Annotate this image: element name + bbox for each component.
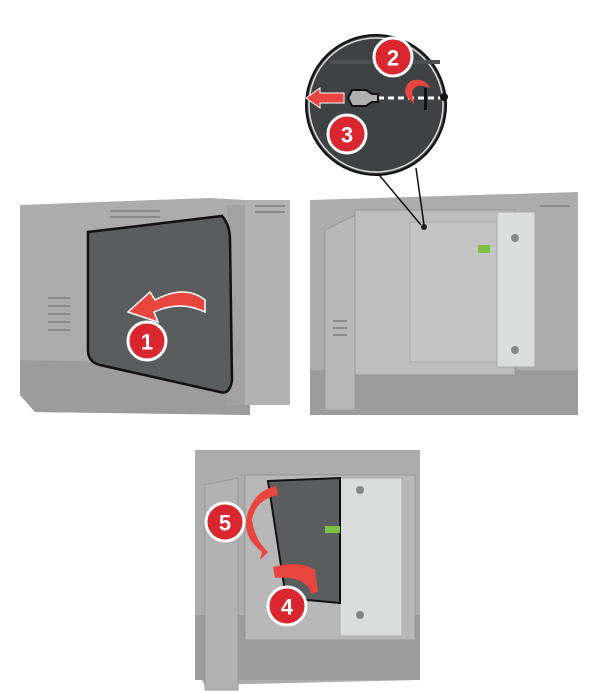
svg-text:4: 4: [281, 595, 294, 620]
step-badge-2: 2: [372, 36, 414, 78]
panel-remove-screw: 2 3: [305, 34, 578, 415]
arrow-loosen-screw: [405, 79, 430, 104]
magnifier-callout: 2 3: [305, 34, 448, 176]
svg-text:1: 1: [141, 330, 153, 355]
arrow-lift-shield: [273, 564, 318, 594]
arrow-slide-cover: [126, 290, 206, 324]
panel-remove-cover: 1: [20, 198, 290, 415]
svg-text:2: 2: [387, 46, 399, 71]
step-badge-5: 5: [204, 501, 246, 543]
step-badge-3: 3: [326, 113, 368, 155]
arrow-pivot-shield: [245, 486, 278, 560]
arrow-pull-screw: [305, 87, 345, 109]
svg-text:5: 5: [219, 511, 231, 536]
step-badge-4: 4: [266, 585, 308, 627]
step-badge-1: 1: [126, 320, 168, 362]
panel-remove-shield: 5 4: [195, 450, 420, 691]
svg-text:3: 3: [341, 123, 353, 148]
thumbscrew-icon: [346, 89, 379, 107]
